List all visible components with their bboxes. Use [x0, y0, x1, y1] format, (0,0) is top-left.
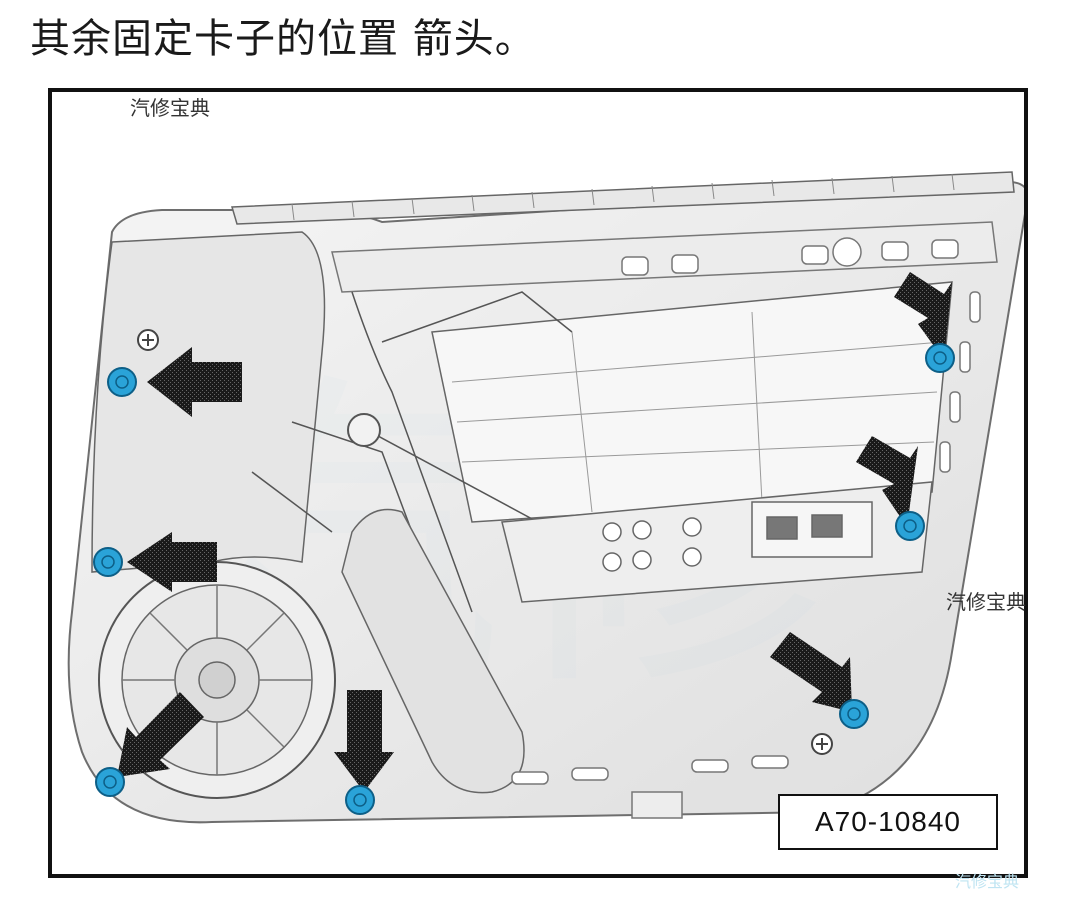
watermark-label-right: 汽修宝典	[946, 590, 1026, 614]
clip-icon	[895, 511, 925, 541]
arrow-bottom	[334, 690, 394, 792]
diagram-frame: 汽修	[48, 88, 1028, 878]
page-heading: 其余固定卡子的位置 箭头。	[30, 16, 536, 62]
clip-icon	[107, 367, 137, 397]
arrow-left-middle	[127, 532, 217, 592]
arrow-right-upper	[894, 272, 952, 360]
arrow-right-lower	[770, 632, 852, 712]
top-trim-rail	[231, 171, 1015, 225]
clip-icon	[93, 547, 123, 577]
arrows	[117, 272, 952, 792]
figure-code: A70-10840	[778, 794, 998, 850]
arrow-left-upper	[147, 347, 242, 417]
upper-bracket	[331, 221, 998, 293]
clip-icon	[839, 699, 869, 729]
clip-icon	[925, 343, 955, 373]
clip-icon	[345, 785, 375, 815]
clip-icon	[95, 767, 125, 797]
watermark-corner: 汽修宝典	[955, 872, 1020, 891]
arrow-left-lower	[117, 692, 204, 777]
arrow-right-middle	[856, 436, 918, 527]
window-opening	[431, 281, 953, 523]
door-panel-illustration: 汽修	[67, 171, 1024, 824]
watermark-label-top: 汽修宝典	[130, 96, 210, 120]
clips	[93, 343, 955, 815]
